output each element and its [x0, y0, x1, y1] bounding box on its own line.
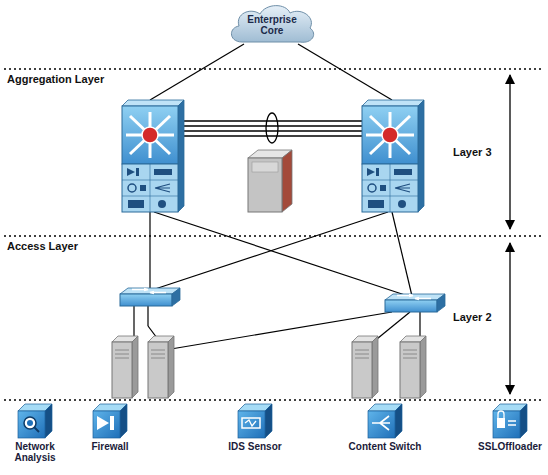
- aggregation-switch: [362, 100, 424, 212]
- node-label: Enterprise Core: [242, 14, 302, 36]
- legend-text: IDS Sensor: [228, 441, 281, 452]
- layer-range-label: Layer 2: [452, 311, 493, 323]
- layer-heading: Aggregation Layer: [6, 73, 105, 85]
- legend-icon: [18, 404, 527, 438]
- legend-text: Network Analysis: [14, 441, 55, 463]
- aggregation-switch: [122, 100, 184, 212]
- server: [400, 336, 426, 398]
- legend-entry: SSLOffloader: [478, 441, 542, 452]
- access-switch: [385, 294, 445, 312]
- legend-text: Content Switch: [349, 441, 422, 452]
- legend-entry: Firewall: [91, 441, 128, 452]
- port-channel: [182, 113, 362, 143]
- legend-text: Firewall: [91, 441, 128, 452]
- access-switch: [120, 288, 180, 306]
- legend-entry: IDS Sensor: [228, 441, 281, 452]
- server: [352, 336, 378, 398]
- legend-entry: Network Analysis: [4, 441, 66, 463]
- server: [148, 336, 174, 398]
- cloud-node: Enterprise Core: [226, 2, 318, 48]
- layer-divider: [4, 69, 544, 400]
- layer-range-label: Layer 3: [452, 146, 493, 158]
- layer-range-arrow: [509, 75, 510, 394]
- legend-entry: Content Switch: [349, 441, 422, 452]
- legend-text: SSLOffloader: [478, 441, 542, 452]
- server: [112, 336, 138, 398]
- service-appliance: [248, 150, 292, 212]
- layer-heading: Access Layer: [6, 240, 79, 252]
